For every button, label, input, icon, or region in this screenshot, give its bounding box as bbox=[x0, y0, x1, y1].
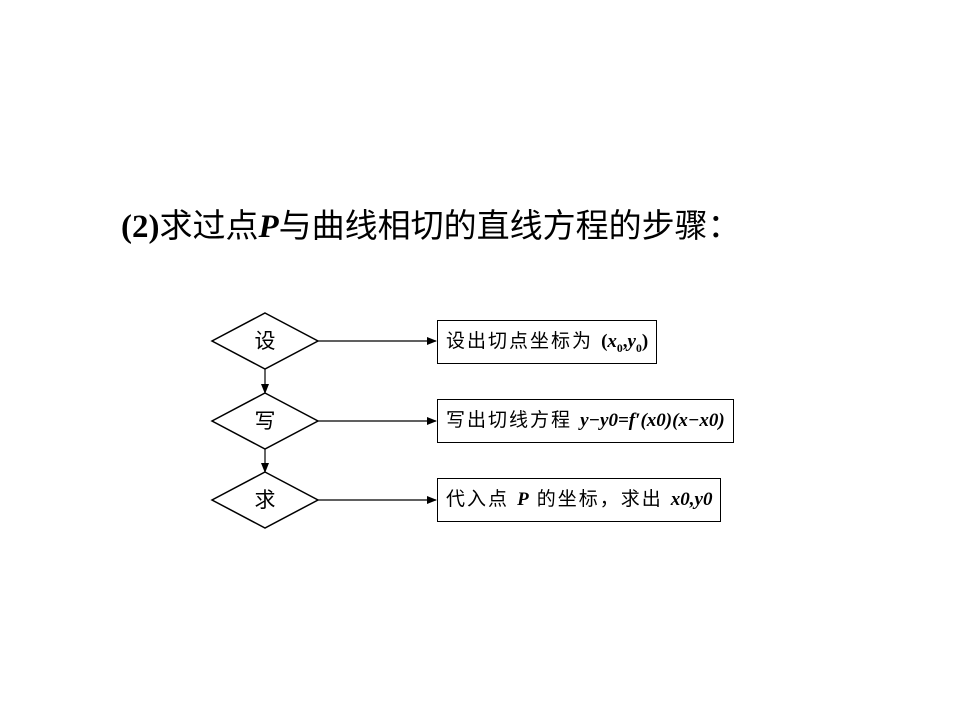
heading-text-before: 求过点 bbox=[159, 206, 259, 245]
diamond-label-write: 写 bbox=[254, 409, 276, 433]
step-solve-tail: x0,y0 bbox=[670, 489, 713, 510]
step-solve-text-1: 代入点 bbox=[446, 488, 510, 510]
heading-variable: P bbox=[258, 209, 279, 245]
slide-heading: (2)求过点P与曲线相切的直线方程的步骤： bbox=[121, 204, 741, 249]
step-write-text: 写出切线方程 bbox=[446, 409, 573, 431]
diamond-label-solve: 求 bbox=[254, 488, 276, 512]
step-solve-text-2: 的坐标，求出 bbox=[536, 488, 663, 510]
heading-text-after: 与曲线相切的直线方程的步骤： bbox=[278, 206, 741, 245]
step-box-set: 设出切点坐标为 (x0,y0) bbox=[437, 320, 658, 364]
diamond-label-set: 设 bbox=[254, 329, 276, 353]
step-box-write: 写出切线方程 y−y0=f′(x0)(x−x0) bbox=[437, 399, 734, 443]
heading-number: (2) bbox=[121, 209, 160, 245]
step-box-solve: 代入点 P 的坐标，求出 x0,y0 bbox=[437, 478, 722, 522]
step-solve-variable: P bbox=[517, 489, 529, 510]
diamond-solve bbox=[210, 471, 320, 529]
tangent-line-equation: y−y0=f′(x0)(x−x0) bbox=[580, 410, 725, 431]
step-set-text: 设出切点坐标为 bbox=[446, 330, 594, 352]
